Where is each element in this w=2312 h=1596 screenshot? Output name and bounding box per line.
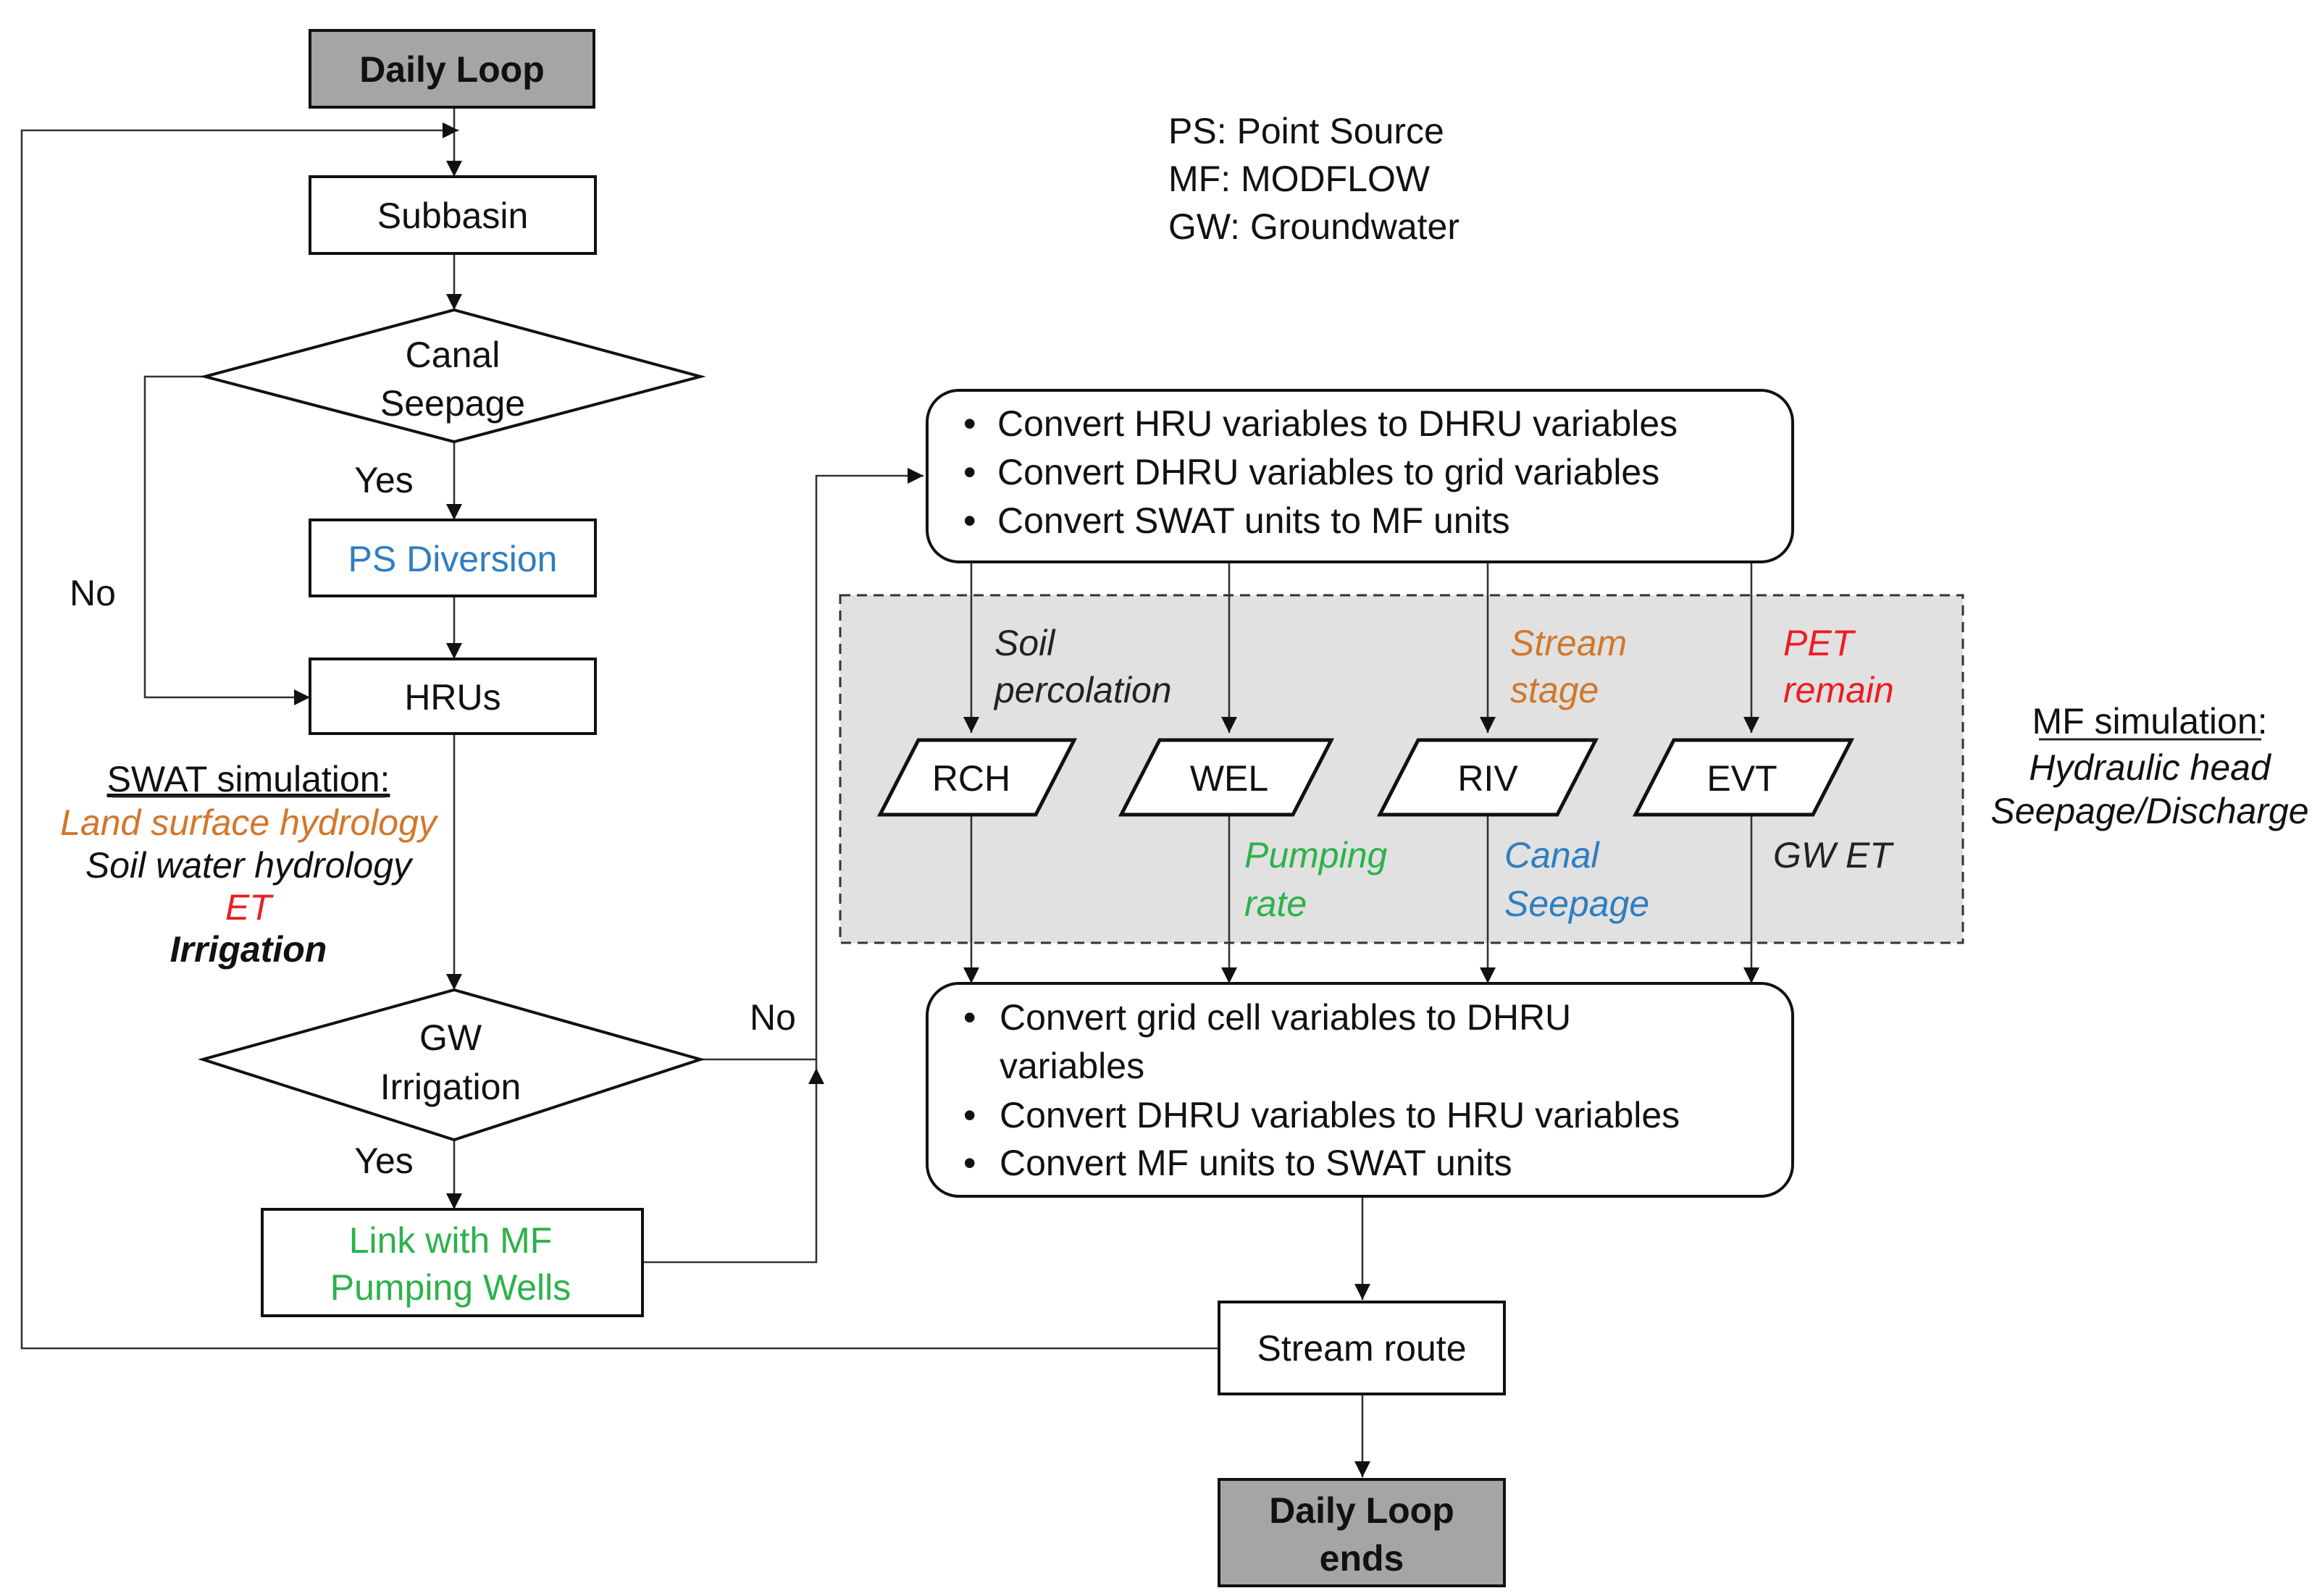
riv-label: RIV [1457,758,1518,799]
wel-package [1118,738,1335,817]
convert-top-box [926,389,1794,563]
connectors [20,107,1759,1477]
convert-bottom-bullet-1: • [963,997,976,1038]
ps-diversion-label: PS Diversion [348,539,558,579]
swat-item-irrigation: Irrigation [170,929,327,970]
input-pet-remain-1: PET [1783,623,1856,663]
arrow-link-to-convert [642,1068,824,1264]
convert-top-item-1: Convert HRU variables to DHRU variables [997,403,1678,444]
mf-item-seepage-discharge: Seepage/Discharge [1990,791,2308,831]
convert-bottom-box [926,982,1794,1198]
output-gw-et: GW ET [1773,835,1894,875]
hrus-box [309,658,597,735]
evt-package [1632,738,1855,817]
convert-top-item-3: Convert SWAT units to MF units [997,500,1510,541]
convert-bottom-item-3: Convert MF units to SWAT units [1000,1143,1512,1183]
rch-label: RCH [932,758,1010,799]
convert-top-item-2: Convert DHRU variables to grid variables [997,452,1659,492]
ps-diversion-box [309,518,597,597]
daily-loop-ends-label-1: Daily Loop [1269,1490,1454,1531]
convert-top-bullet-1: • [963,403,976,444]
legend-gw: GW: Groundwater [1168,206,1459,247]
output-canal-seepage-1: Canal [1504,835,1601,875]
output-pumping-rate-2: rate [1244,883,1307,924]
convert-bottom-item-1a: Convert grid cell variables to DHRU [1000,997,1571,1038]
output-canal-seepage-2: Seepage [1504,883,1649,924]
no-label-canal: No [70,573,116,613]
yes-label-gw: Yes [354,1141,414,1181]
legend-mf: MF: MODFLOW [1168,159,1431,199]
rch-package [876,738,1078,817]
link-mf-label-2: Pumping Wells [330,1267,571,1308]
convert-bottom-bullet-2: • [963,1095,976,1135]
wel-label: WEL [1190,758,1268,799]
arrow-up-to-convert-top [815,468,923,1068]
stream-route-box [1218,1301,1506,1395]
output-pumping-rate-1: Pumping [1244,835,1388,875]
convert-top-bullet-3: • [963,500,976,541]
arrow-loop-back [20,122,1219,1350]
input-soil-percolation-2: percolation [993,670,1172,710]
no-label-gw: No [750,997,796,1038]
stream-route-label: Stream route [1257,1328,1466,1369]
subbasin-box [309,175,597,255]
input-stream-stage-2: stage [1510,670,1599,710]
input-stream-stage-1: Stream [1510,623,1627,663]
link-mf-label-1: Link with MF [349,1220,553,1261]
input-pet-remain-2: remain [1783,670,1894,710]
riv-package [1376,738,1599,817]
mf-item-hydraulic-head: Hydraulic head [2029,747,2272,788]
canal-seepage-label-2: Seepage [380,383,525,424]
gw-irrigation-diamond [198,988,705,1142]
swat-simulation-title: SWAT simulation: [107,759,390,799]
subbasin-label: Subbasin [377,196,529,236]
yes-label-canal: Yes [354,460,414,500]
gw-irrigation-label-2: Irrigation [380,1067,522,1107]
mf-simulation-title: MF simulation: [2032,701,2267,742]
convert-bottom-list: • Convert grid cell variables to DHRU va… [963,997,1680,1183]
swat-item-land-surface: Land surface hydrology [60,802,439,843]
daily-loop-box [309,29,595,109]
swat-item-et: ET [225,887,274,928]
arrow-canal-no-to-hrus [143,375,310,705]
convert-bottom-bullet-3: • [963,1143,976,1183]
evt-label: EVT [1706,758,1777,799]
daily-loop-ends-label-2: ends [1320,1538,1404,1579]
legend-ps: PS: Point Source [1168,111,1444,151]
canal-seepage-label-1: Canal [406,335,500,375]
hrus-label: HRUs [404,677,500,718]
gw-irrigation-label-1: GW [419,1017,482,1058]
daily-loop-label: Daily Loop [359,49,545,90]
link-mf-box [261,1208,644,1317]
convert-top-list: • Convert HRU variables to DHRU variable… [963,403,1678,541]
input-soil-percolation-1: Soil [994,623,1056,663]
convert-bottom-item-2: Convert DHRU variables to HRU variables [1000,1095,1680,1135]
convert-top-bullet-2: • [963,452,976,492]
convert-bottom-item-1b: variables [1000,1046,1144,1086]
swat-item-soil-water: Soil water hydrology [85,845,414,886]
daily-loop-ends-box [1218,1478,1506,1587]
canal-seepage-diamond [199,308,706,444]
